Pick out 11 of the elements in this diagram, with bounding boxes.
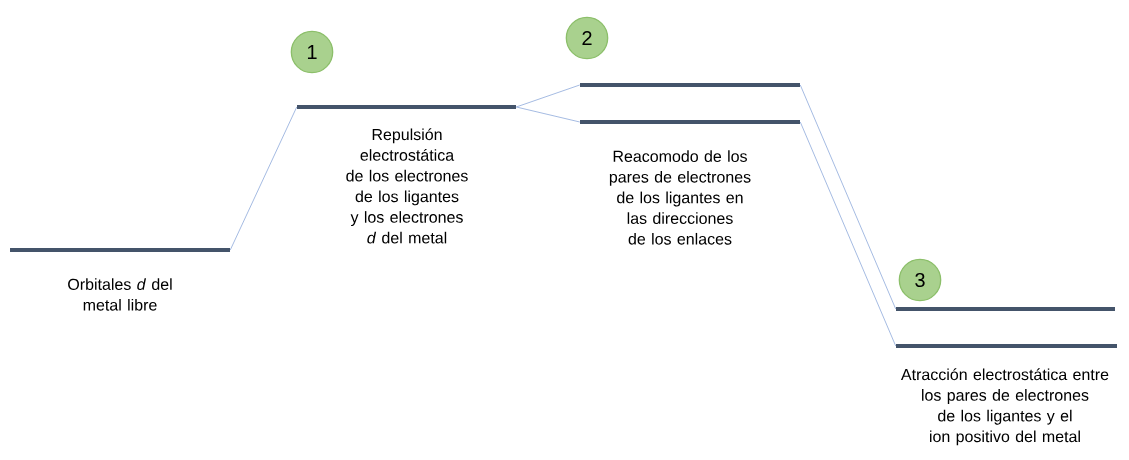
level-label: Orbitales d del metal libre <box>68 278 172 311</box>
connector-line <box>515 84 581 108</box>
connector-line <box>799 121 897 347</box>
connector-line <box>515 106 581 123</box>
level-label: Repulsión electrostática de los electrones de los ligantes y los electrones d del metal <box>346 128 468 244</box>
connector-line <box>799 84 897 310</box>
level-label: Reacomodo de los pares de electrones de los ligantes en las direcciones de los enlaces <box>609 150 751 245</box>
energy-level <box>580 83 800 87</box>
connector-line <box>229 106 298 251</box>
level-label: Atracción electrostática entre los pares de electrones de los ligantes y el ion positivo del metal <box>900 368 1109 446</box>
energy-level <box>896 307 1115 311</box>
